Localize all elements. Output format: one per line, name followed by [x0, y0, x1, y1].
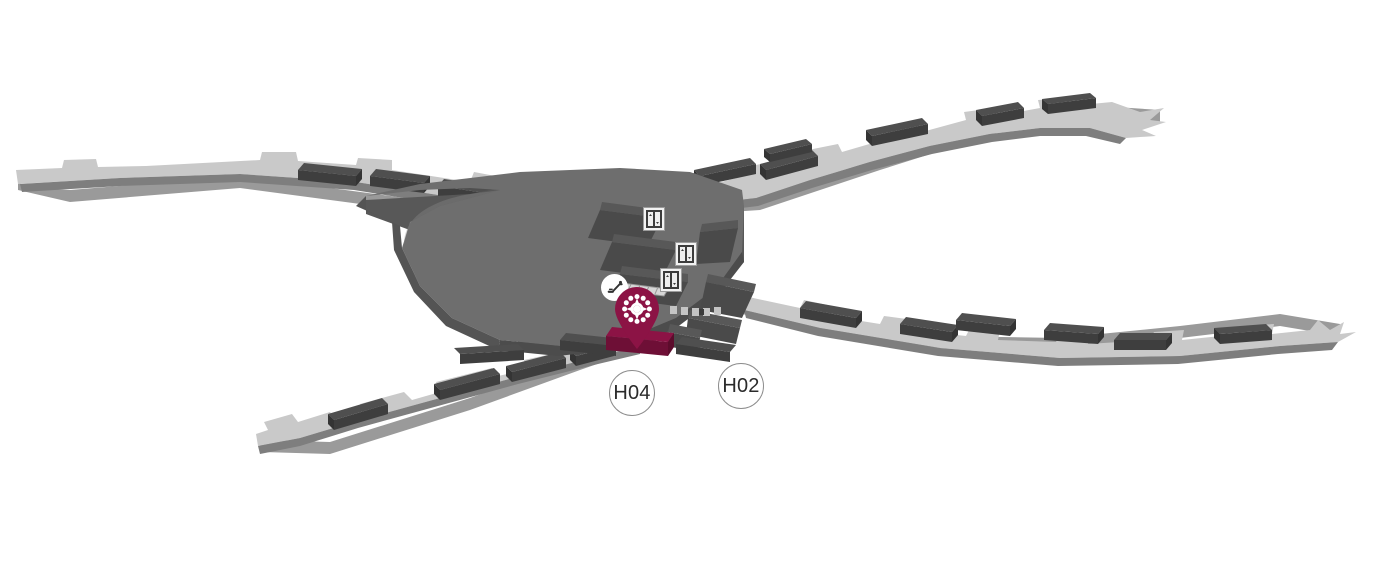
- kiosk-blocks: [670, 306, 721, 316]
- gate-buildings-lower-right: [800, 301, 1272, 350]
- elevator-icon-2[interactable]: [675, 242, 697, 266]
- escalator-glyph: [607, 280, 623, 293]
- elevator-glyph: [643, 207, 665, 231]
- pin-graphic: [615, 287, 659, 349]
- hub-lower-edge-units: [454, 333, 736, 364]
- rosette-logo-icon: [622, 294, 652, 324]
- elevator-icon-3[interactable]: [660, 268, 682, 292]
- map-body: [16, 93, 1356, 454]
- concourse-lower-right: [742, 296, 1356, 366]
- gate-label-h02: H02: [722, 374, 760, 397]
- gate-label-h04: H04: [613, 381, 651, 404]
- elevator-glyph: [660, 268, 682, 292]
- concourse-upper-right: [678, 93, 1166, 214]
- escalator-icon[interactable]: [601, 274, 628, 301]
- gate-badge-h04[interactable]: H04: [609, 370, 655, 416]
- elevator-icon-1[interactable]: [643, 207, 665, 231]
- gate-badge-h02[interactable]: H02: [718, 363, 764, 409]
- current-location-pin[interactable]: [612, 286, 662, 350]
- elevator-glyph: [675, 242, 697, 266]
